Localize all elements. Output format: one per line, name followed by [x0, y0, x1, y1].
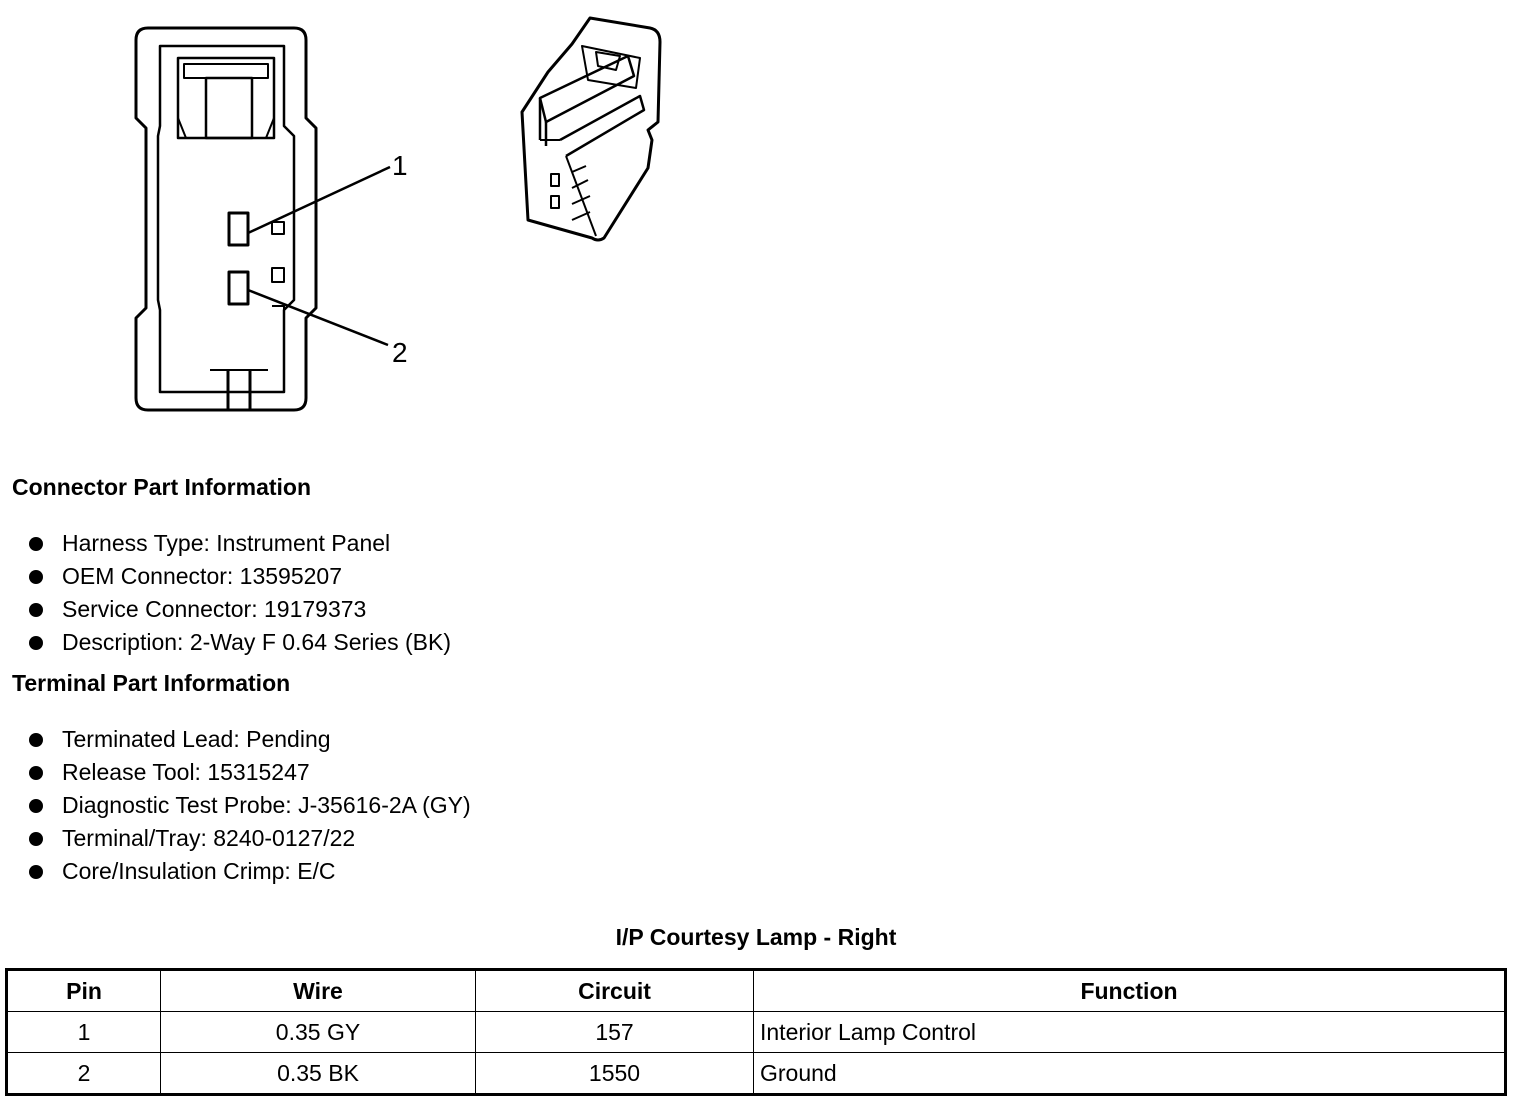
column-header-circuit: Circuit	[475, 969, 754, 1012]
pin-table: Pin Wire Circuit Function 1 0.35 GY 157 …	[5, 968, 1507, 1096]
pin-1-cavity	[227, 211, 250, 247]
connector-face-view	[134, 26, 391, 412]
connector-part-information-heading: Connector Part Information	[12, 474, 312, 500]
cell-function: Interior Lamp Control	[753, 1011, 1506, 1053]
bullet-icon	[29, 603, 43, 617]
list-item-text: Terminal/Tray: 8240-0127/22	[62, 825, 356, 851]
list-item: Terminal/Tray: 8240-0127/22	[0, 822, 471, 855]
bullet-icon	[29, 537, 43, 551]
terminal-part-information-heading: Terminal Part Information	[12, 670, 291, 696]
cell-wire: 0.35 GY	[160, 1011, 476, 1053]
cell-wire: 0.35 BK	[160, 1052, 476, 1095]
pin-table-title: I/P Courtesy Lamp - Right	[615, 924, 897, 950]
bullet-icon	[29, 733, 43, 747]
list-item: OEM Connector: 13595207	[0, 560, 451, 593]
list-item-text: Diagnostic Test Probe: J-35616-2A (GY)	[62, 792, 471, 818]
bullet-icon	[29, 766, 43, 780]
list-item-text: Harness Type: Instrument Panel	[62, 530, 391, 556]
cell-circuit: 1550	[475, 1052, 754, 1095]
table-row: 1 0.35 GY 157 Interior Lamp Control	[6, 1011, 1506, 1053]
pin-2-label: 2	[392, 337, 408, 368]
list-item-text: Description: 2-Way F 0.64 Series (BK)	[62, 629, 451, 655]
bullet-icon	[29, 636, 43, 650]
bullet-icon	[29, 570, 43, 584]
connector-part-information-list: Harness Type: Instrument Panel OEM Conne…	[0, 527, 451, 659]
list-item: Terminated Lead: Pending	[0, 723, 471, 756]
list-item-text: Service Connector: 19179373	[62, 596, 367, 622]
list-item: Core/Insulation Crimp: E/C	[0, 855, 471, 888]
list-item-text: OEM Connector: 13595207	[62, 563, 343, 589]
cell-circuit: 157	[475, 1011, 754, 1053]
bullet-icon	[29, 832, 43, 846]
list-item: Harness Type: Instrument Panel	[0, 527, 451, 560]
list-item: Description: 2-Way F 0.64 Series (BK)	[0, 626, 451, 659]
bullet-icon	[29, 865, 43, 879]
connector-isometric-view	[520, 16, 662, 242]
column-header-pin: Pin	[6, 969, 161, 1012]
list-item: Release Tool: 15315247	[0, 756, 471, 789]
connector-diagram: 1 2	[134, 16, 662, 412]
column-header-wire: Wire	[160, 969, 476, 1012]
list-item: Service Connector: 19179373	[0, 593, 451, 626]
bullet-icon	[29, 799, 43, 813]
cell-pin: 1	[6, 1011, 161, 1053]
list-item-text: Terminated Lead: Pending	[62, 726, 331, 752]
pin-1-label: 1	[392, 150, 408, 181]
table-row: 2 0.35 BK 1550 Ground	[6, 1052, 1506, 1095]
column-header-function: Function	[753, 969, 1506, 1012]
cell-pin: 2	[6, 1052, 161, 1095]
list-item-text: Core/Insulation Crimp: E/C	[62, 858, 336, 884]
terminal-part-information-list: Terminated Lead: Pending Release Tool: 1…	[0, 723, 471, 888]
cell-function: Ground	[753, 1052, 1506, 1095]
list-item-text: Release Tool: 15315247	[62, 759, 310, 785]
list-item: Diagnostic Test Probe: J-35616-2A (GY)	[0, 789, 471, 822]
table-header-row: Pin Wire Circuit Function	[6, 969, 1506, 1012]
pin-2-cavity	[227, 270, 250, 306]
